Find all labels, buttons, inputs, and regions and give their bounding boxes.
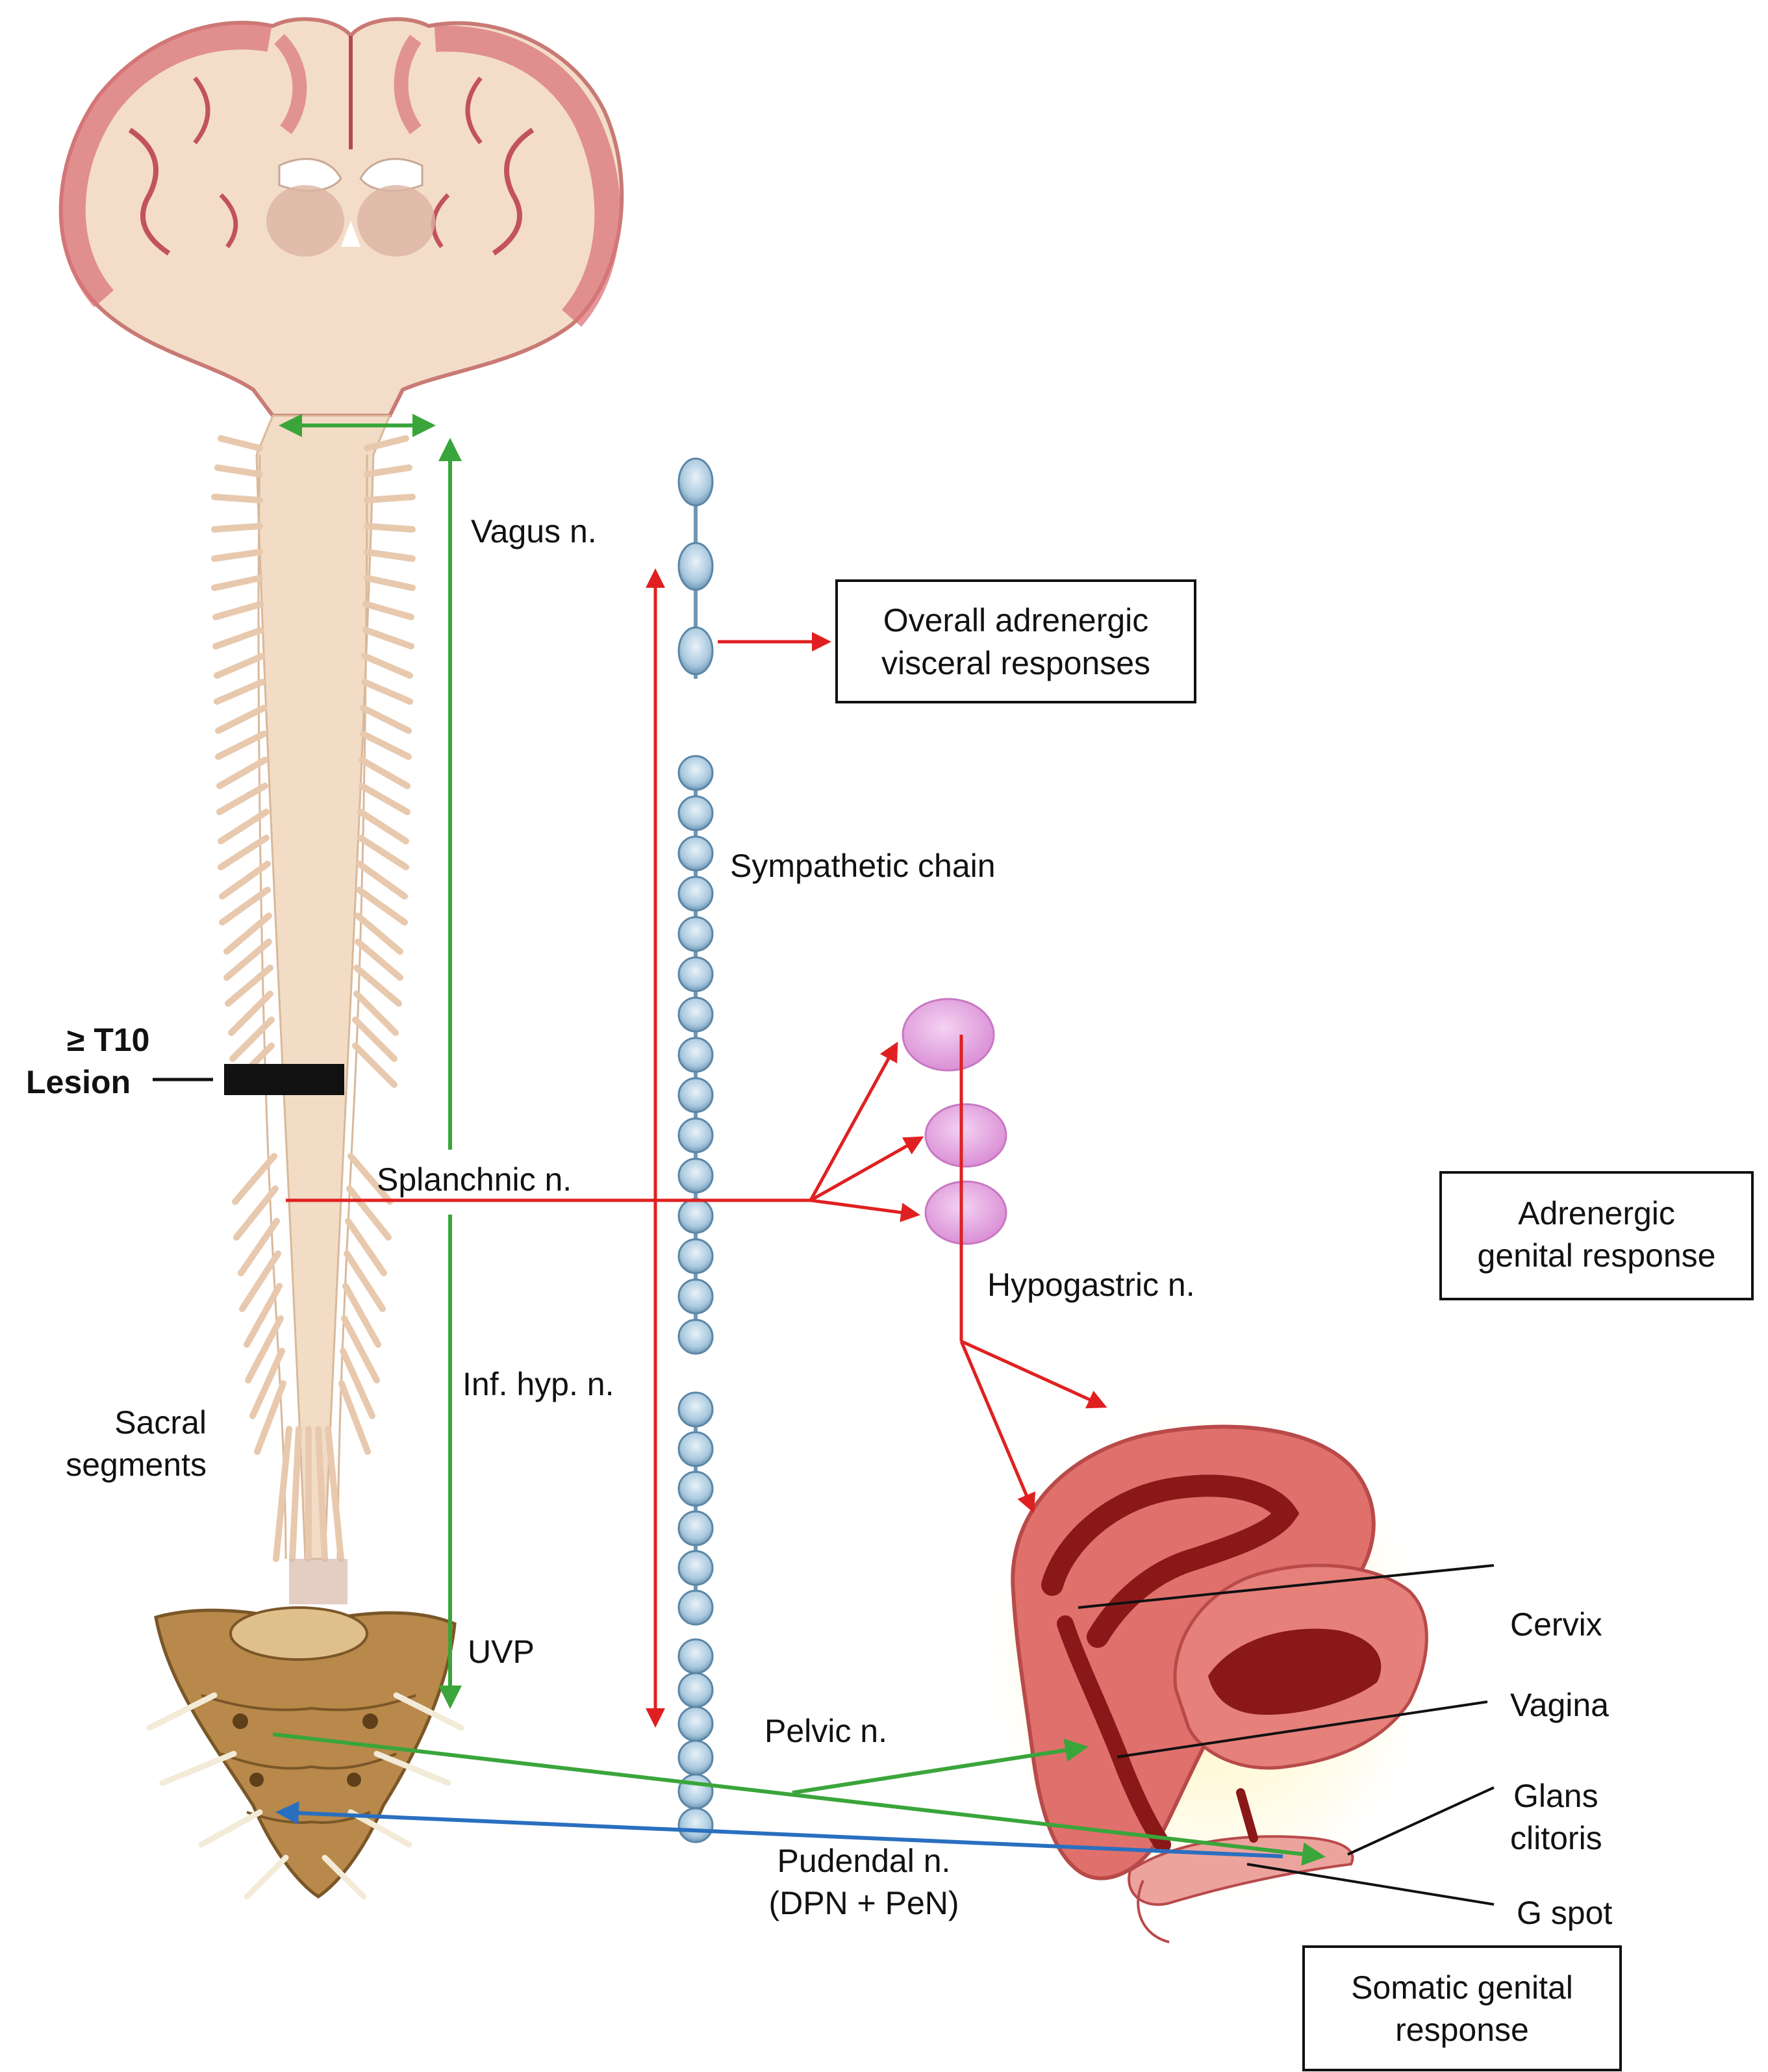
sympathetic-pathways <box>286 568 1107 1728</box>
somatic-genital-text-line1: Somatic genital <box>1351 1969 1573 2006</box>
pelvic-label: Pelvic n. <box>764 1713 887 1749</box>
ganglion <box>677 1773 714 1810</box>
spinal-cord-illustration <box>211 414 416 1604</box>
sacral-label-line2: segments <box>66 1447 207 1483</box>
ganglion <box>677 795 714 831</box>
brain-illustration <box>58 17 624 418</box>
pelvic-nerve-arrow-main <box>272 1732 1326 1866</box>
ganglion <box>677 835 714 872</box>
ganglion <box>677 457 714 507</box>
g-spot-leader <box>1246 1863 1495 1906</box>
plexus-arrow-middle <box>809 1136 924 1202</box>
genital-response-arrow <box>960 1339 1107 1409</box>
ganglion <box>677 1672 714 1708</box>
ganglion <box>677 916 714 952</box>
sacrum-illustration <box>146 1606 464 1900</box>
pudendal-label-line1: Pudendal n. <box>777 1843 951 1879</box>
ganglion <box>677 956 714 992</box>
vagina-leader <box>1117 1700 1488 1758</box>
adrenergic-visceral-text-line1: Overall adrenergic <box>883 602 1149 638</box>
genital-organs-illustration <box>987 1409 1429 1943</box>
ganglion <box>677 1391 714 1428</box>
g-spot-label: G spot <box>1517 1895 1612 1931</box>
hypogastric-label: Hypogastric n. <box>987 1267 1195 1303</box>
ganglion <box>677 542 714 591</box>
ganglion <box>677 1807 714 1843</box>
lesion-label: Lesion <box>26 1064 131 1100</box>
ganglion <box>677 1431 714 1467</box>
parasympathetic-pathways <box>272 414 1326 1866</box>
somatic-genital-box <box>1302 1945 1622 2071</box>
hypogastric-plexus-ganglia <box>902 998 1007 1245</box>
ganglion <box>677 1157 714 1194</box>
lesion-level-label: ≥ T10 <box>67 1022 150 1058</box>
ganglion <box>677 996 714 1033</box>
cervix-leader <box>1078 1564 1495 1609</box>
pudendal-nerve-arrow <box>275 1801 1283 1858</box>
pelvic-nerve-arrow-branch <box>792 1738 1089 1795</box>
adrenergic-genital-text-line1: Adrenergic <box>1518 1195 1675 1232</box>
cervix-label: Cervix <box>1510 1606 1602 1643</box>
vagina-label: Vagina <box>1510 1687 1609 1723</box>
ganglion <box>677 876 714 912</box>
plexus-arrow-upper <box>809 1041 898 1202</box>
ganglion <box>677 755 714 791</box>
ganglion <box>677 1589 714 1626</box>
glans-label-line2: clitoris <box>1510 1820 1602 1856</box>
splanchnic-label: Splanchnic n. <box>377 1161 572 1198</box>
adrenergic-visceral-box <box>835 579 1196 703</box>
adrenergic-visceral-text-line2: visceral responses <box>881 645 1150 681</box>
label-leader-lines <box>1078 1564 1495 1906</box>
ganglion <box>677 1638 714 1674</box>
ganglion <box>677 1278 714 1315</box>
inf-hyp-label: Inf. hyp. n. <box>462 1366 614 1402</box>
ganglion <box>677 1037 714 1073</box>
pudendal-label-line2: (DPN + PeN) <box>768 1885 959 1921</box>
ganglion <box>677 1238 714 1274</box>
sympathetic-chain-label: Sympathetic chain <box>730 848 996 884</box>
ganglion <box>677 1117 714 1154</box>
ganglion <box>677 1706 714 1742</box>
somatic-pathways <box>275 1801 1283 1858</box>
adrenergic-genital-text-line2: genital response <box>1478 1237 1716 1274</box>
ganglion <box>677 1550 714 1586</box>
sympathetic-chain <box>677 457 714 1843</box>
plexus-arrow-lower <box>810 1198 920 1222</box>
sacral-label-line1: Sacral <box>114 1404 207 1441</box>
ganglion <box>677 1510 714 1547</box>
adrenergic-genital-box <box>1439 1171 1754 1300</box>
uvp-label: UVP <box>468 1634 535 1670</box>
lesion-bar <box>224 1064 344 1095</box>
ganglion <box>677 1077 714 1113</box>
ganglion <box>677 626 714 676</box>
ganglion <box>677 1471 714 1507</box>
ganglion <box>677 1198 714 1234</box>
glans-label-line1: Glans <box>1513 1778 1598 1814</box>
glans-leader <box>1347 1786 1495 1856</box>
ganglion <box>677 1739 714 1776</box>
somatic-genital-text-line2: response <box>1395 2012 1529 2048</box>
ganglion <box>677 1319 714 1355</box>
vagus-label: Vagus n. <box>471 513 597 550</box>
uterus-arrow <box>959 1341 1036 1513</box>
